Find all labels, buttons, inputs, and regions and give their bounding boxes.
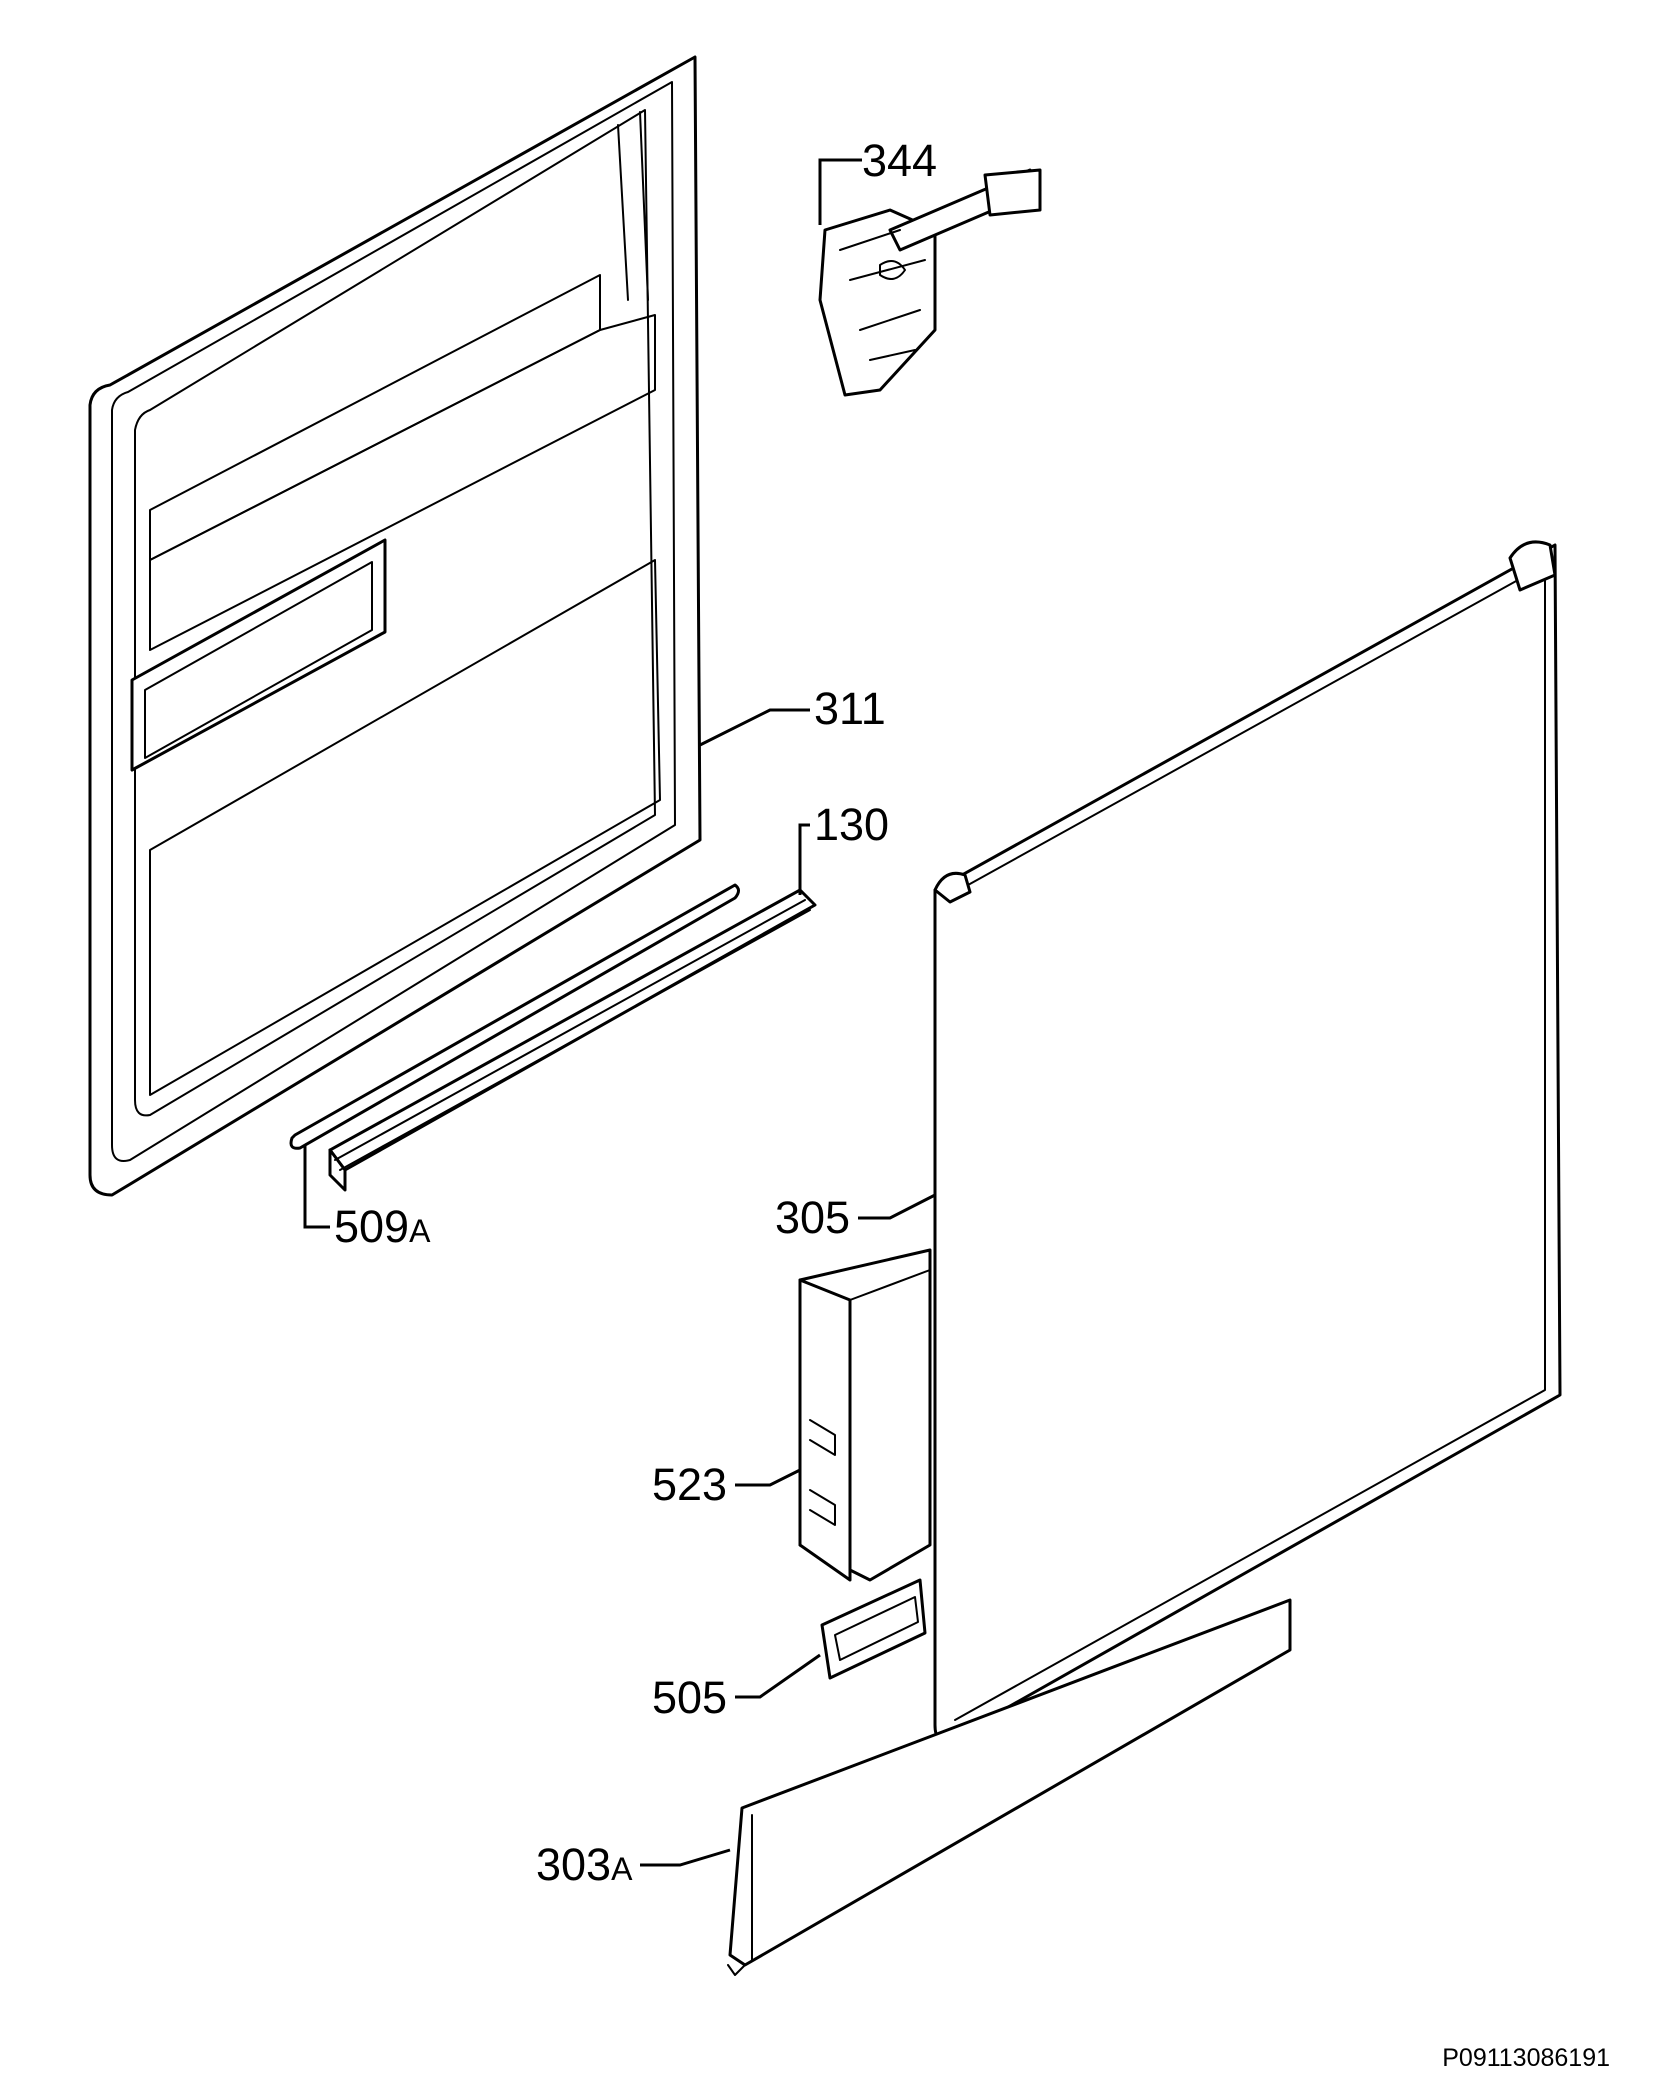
inner-door-panel-311 — [88, 55, 702, 1197]
leader-523 — [735, 1468, 801, 1487]
part-label: 523 — [652, 1459, 727, 1510]
reference-code: P09113086191 — [1442, 2044, 1610, 2072]
leader-130 — [798, 823, 810, 895]
part-label: 311 — [814, 683, 886, 734]
seal-strip-130 — [328, 888, 817, 1192]
bottom-trim-303A — [727, 1598, 1292, 1976]
part-label: 303A — [536, 1839, 633, 1890]
leader-311 — [699, 708, 810, 747]
door-latch-344 — [818, 168, 1042, 397]
part-label: 505 — [652, 1672, 727, 1723]
part-label: 305 — [775, 1192, 850, 1243]
leader-305 — [858, 1193, 936, 1220]
outer-door-panel-305 — [933, 540, 1562, 1743]
leader-505 — [735, 1653, 821, 1699]
leader-344 — [818, 158, 862, 225]
leader-509A — [303, 1145, 330, 1229]
part-label: 344 — [862, 135, 937, 186]
pad-505 — [820, 1578, 927, 1680]
housing-bracket-523 — [798, 1248, 932, 1582]
part-label: 509A — [334, 1201, 431, 1252]
wire-rod-509A — [289, 883, 740, 1150]
part-label: 130 — [814, 799, 889, 850]
leader-303A — [640, 1848, 731, 1867]
